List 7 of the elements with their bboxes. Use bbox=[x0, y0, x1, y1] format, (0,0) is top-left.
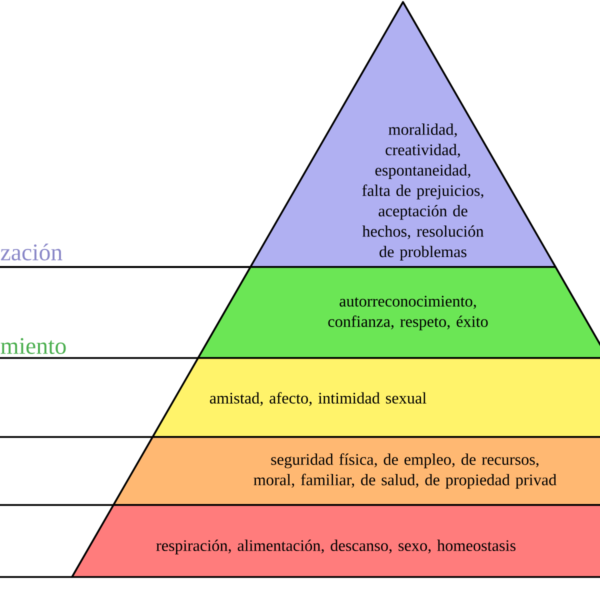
pyramid-level: seguridad física, de empleo, de recursos, moral, familiar, de salud, de propiedad privad bbox=[112, 436, 600, 506]
level-title: zación bbox=[0, 244, 62, 260]
pyramid-level: respiración, alimentación, descanso, sexo, homeostasis bbox=[71, 504, 600, 578]
pyramid-level: amistad, afecto, intimidad sexual bbox=[152, 357, 600, 438]
level-title: miento bbox=[0, 338, 66, 354]
pyramid-level: moralidad, creatividad, espontaneidad, falta de prejuicios, aceptación de hechos, resolución de problemas bbox=[250, 1, 556, 268]
pyramid-level: autorreconocimiento, confianza, respeto, éxito bbox=[197, 266, 600, 359]
